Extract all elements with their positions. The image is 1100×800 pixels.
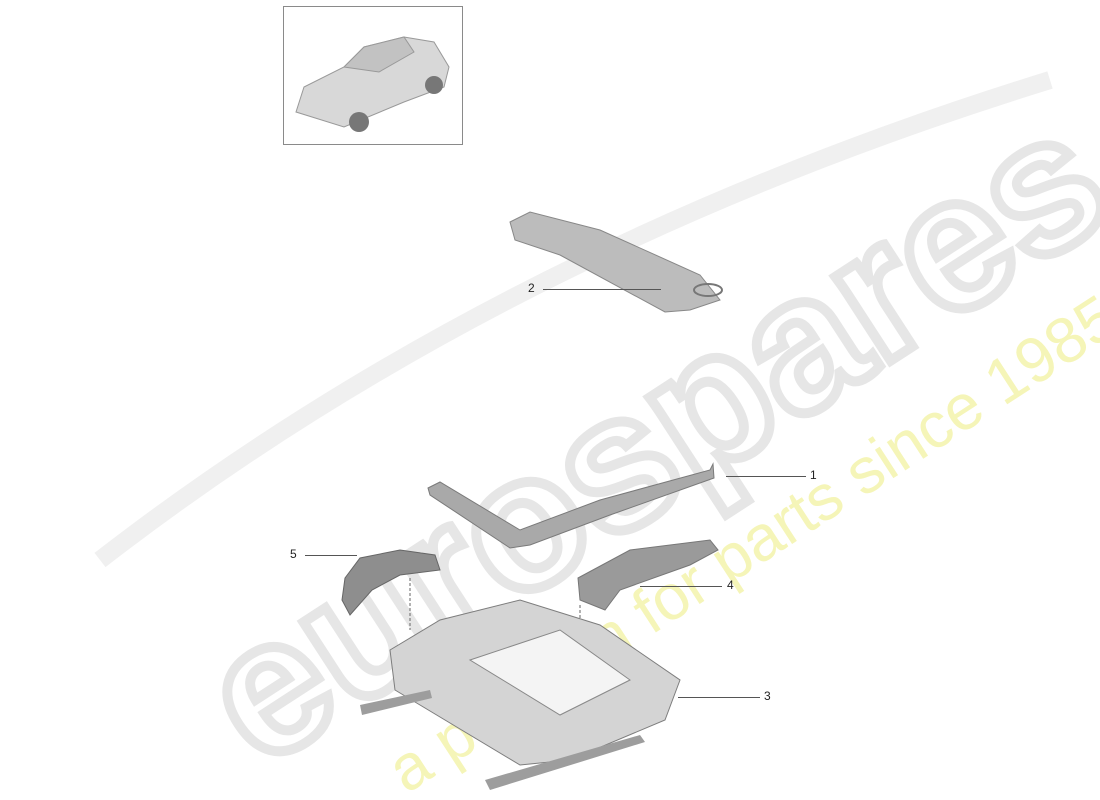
- callout-4[interactable]: 4: [727, 578, 734, 592]
- callout-3[interactable]: 3: [764, 689, 771, 703]
- leader-line-2: [543, 289, 661, 290]
- leader-line-5: [305, 555, 357, 556]
- part-3[interactable]: [360, 599, 681, 790]
- leader-line-4: [640, 586, 722, 587]
- callout-2[interactable]: 2: [528, 281, 535, 295]
- callout-5[interactable]: 5: [290, 547, 297, 561]
- leader-line-1: [726, 476, 806, 477]
- leader-line-3: [678, 697, 760, 698]
- part-4[interactable]: [577, 539, 719, 611]
- vehicle-thumbnail[interactable]: [283, 6, 463, 145]
- callout-1[interactable]: 1: [810, 468, 817, 482]
- car-icon: [295, 36, 450, 132]
- part-1[interactable]: [427, 462, 715, 549]
- part-2[interactable]: [509, 211, 723, 313]
